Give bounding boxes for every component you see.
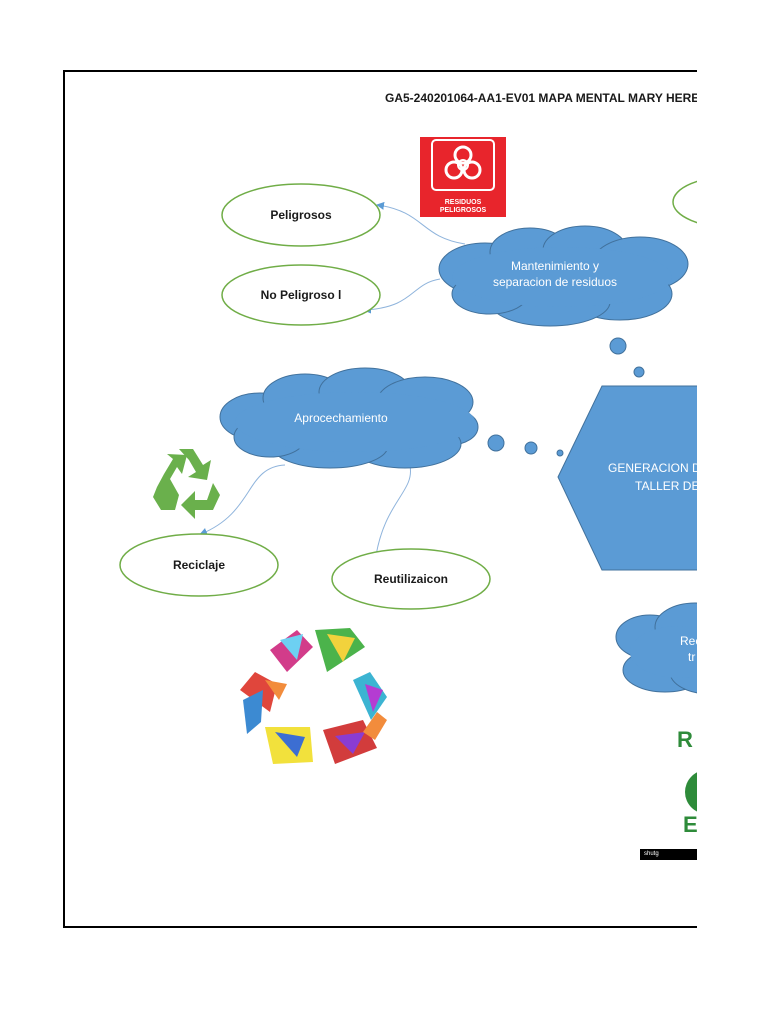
logo-letter-bottom: E <box>683 812 698 837</box>
textile-recycle-image <box>240 628 387 764</box>
mind-map-frame: GA5-240201064-AA1-EV01 MAPA MENTAL MARY … <box>63 70 703 928</box>
node-reciclaje: Reciclaje <box>119 533 279 597</box>
image-credit-bar: shutg <box>640 849 703 860</box>
connector-no-peligrosos <box>363 278 441 314</box>
connector-reutilizacion <box>371 465 411 564</box>
mind-map-canvas: Peligrosos No Peligroso l Reciclaje Reut… <box>119 178 703 837</box>
node-no-peligrosos: No Peligroso l <box>221 264 381 326</box>
cloud-aprovechamiento: Aprocechamiento <box>219 367 479 469</box>
node-reutilizacion-label: Reutilizaicon <box>374 572 448 586</box>
biohazard-label-line1: RESIDUOS <box>444 199 482 206</box>
node-peligrosos-label: Peligrosos <box>270 208 332 222</box>
cloud-recoleccion: Rec tr <box>615 602 703 695</box>
hexagon-generacion-line1: GENERACION DE <box>608 461 703 475</box>
biohazard-label: RESIDUOS PELIGROSOS <box>420 199 506 215</box>
logo-letter-top: R <box>677 727 693 752</box>
page-cutoff-mask <box>697 60 768 940</box>
node-reutilizacion: Reutilizaicon <box>331 548 491 610</box>
node-peligrosos: Peligrosos <box>221 183 381 247</box>
document-title: GA5-240201064-AA1-EV01 MAPA MENTAL MARY … <box>385 91 703 105</box>
connector-peligrosos <box>376 201 466 245</box>
cloud-aprovechamiento-label: Aprocechamiento <box>294 411 388 425</box>
image-credit-text: shutg <box>644 851 659 857</box>
biohazard-sign: RESIDUOS PELIGROSOS <box>420 137 506 217</box>
thought-bubbles <box>487 294 703 457</box>
biohazard-label-line2: PELIGROSOS <box>439 207 487 214</box>
cloud-mantenimiento-line1: Mantenimiento y <box>511 259 599 273</box>
cloud-recoleccion-line1: Rec <box>680 634 701 648</box>
node-partial-right <box>672 178 703 226</box>
biohazard-icon <box>431 139 495 191</box>
recycle-icon <box>153 449 220 519</box>
cloud-recoleccion-line2: tr <box>688 650 695 664</box>
node-reciclaje-label: Reciclaje <box>173 558 225 572</box>
node-no-peligrosos-label: No Peligroso l <box>261 288 342 302</box>
hexagon-generacion-line2: TALLER DE C <box>635 479 703 493</box>
connector-reciclaje <box>199 464 286 536</box>
hexagon-generacion: GENERACION DE TALLER DE C <box>557 385 703 571</box>
cloud-mantenimiento: Mantenimiento y separacion de residuos <box>438 225 689 327</box>
cloud-mantenimiento-line2: separacion de residuos <box>493 275 617 289</box>
